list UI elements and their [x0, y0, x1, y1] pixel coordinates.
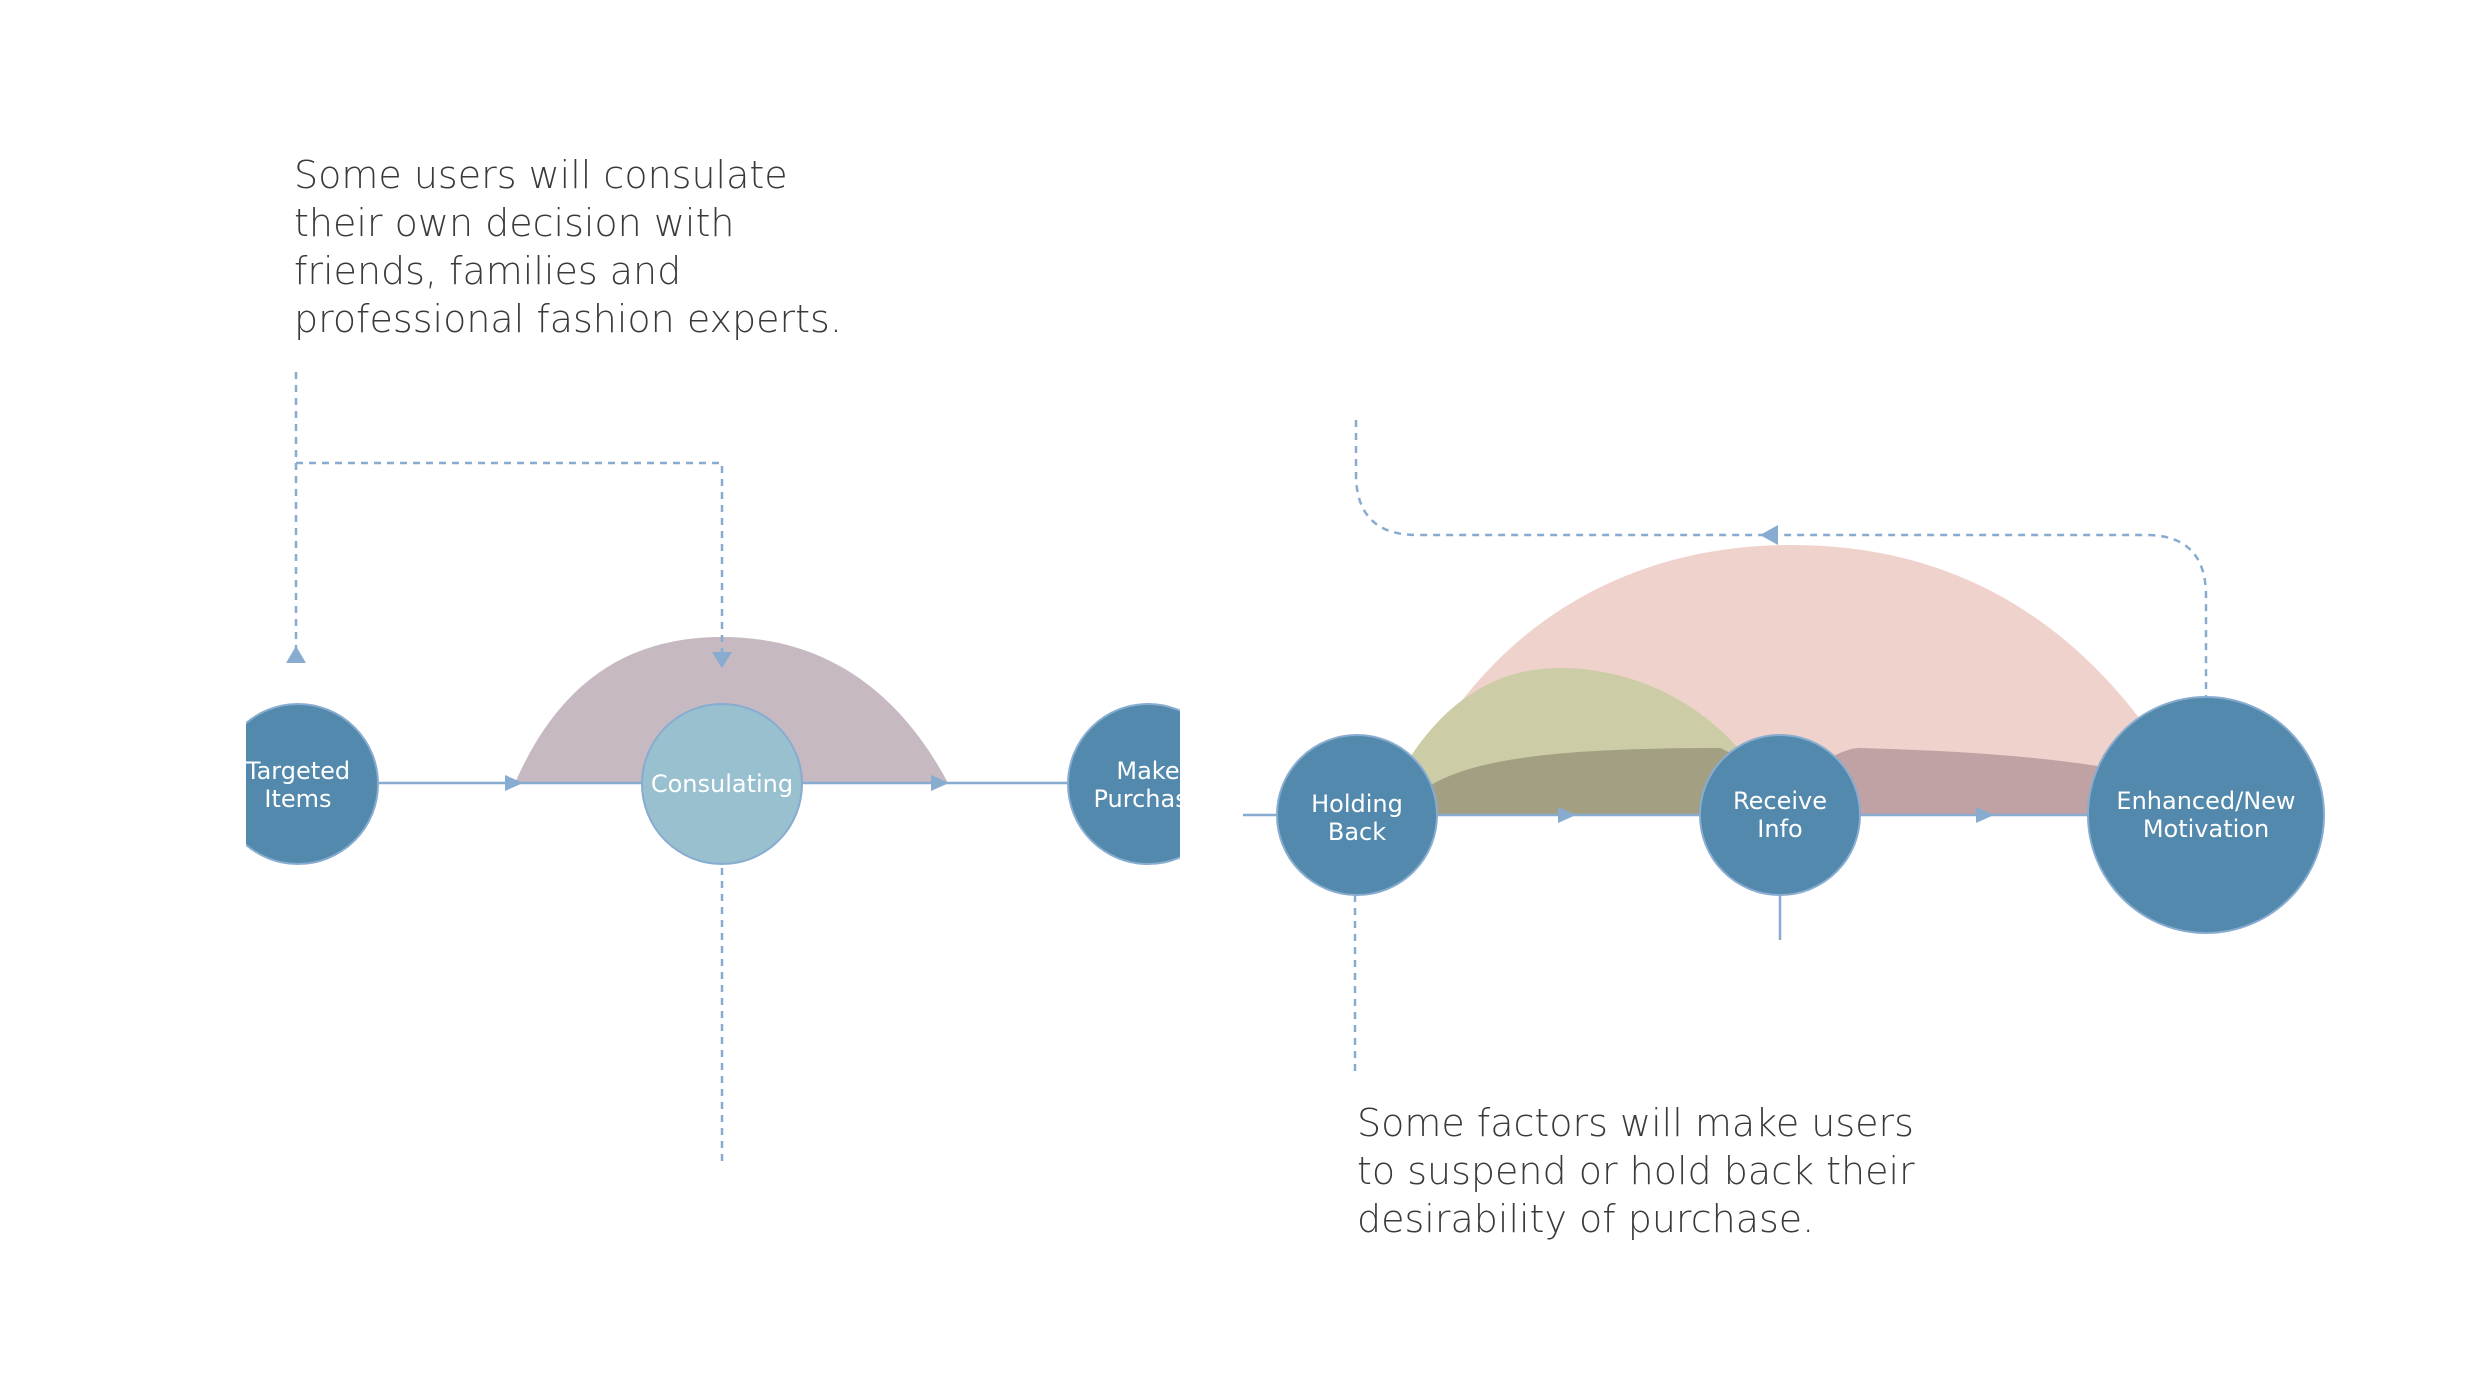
dashed-branch-to-consulting — [296, 461, 724, 655]
right-arrow-icon — [1976, 807, 1994, 823]
svg-text:Items: Items — [264, 785, 331, 813]
callout-line: their own decision with — [294, 201, 735, 245]
callout-line: Some factors will make users — [1357, 1101, 1914, 1145]
callout-line: desirability of purchase. — [1357, 1197, 1815, 1241]
dashed-feedback-loop — [1354, 420, 2208, 700]
svg-text:Enhanced/New: Enhanced/New — [2116, 787, 2295, 815]
node-label-line: Items — [264, 785, 331, 813]
node-label-line: Holding — [1311, 790, 1403, 818]
svg-text:Targeted: Targeted — [245, 757, 350, 785]
node-label-line: Make — [1116, 757, 1179, 785]
node-label-line: Consulating — [651, 770, 793, 798]
svg-text:Holding: Holding — [1311, 790, 1403, 818]
node-receive-info: Receive Info — [1699, 734, 1861, 896]
node-enhanced-motivation: Enhanced/New Motivation — [2087, 696, 2325, 934]
callout-line: to suspend or hold back their — [1357, 1149, 1915, 1193]
node-targeted-items: Targeted Items — [245, 703, 379, 865]
callout-line: professional fashion experts. — [294, 297, 842, 341]
callout-line: Some users will consulate — [294, 153, 788, 197]
up-arrow-icon — [286, 646, 306, 663]
svg-text:Motivation: Motivation — [2143, 815, 2269, 843]
node-consulting: Consulating — [641, 703, 803, 865]
node-label-line: Receive — [1733, 787, 1827, 815]
node-label-line: Enhanced/New — [2116, 787, 2295, 815]
node-label-line: Back — [1328, 818, 1386, 846]
left-arrow-icon — [1760, 525, 1778, 545]
right-arrow-icon — [1558, 807, 1576, 823]
svg-text:Back: Back — [1328, 818, 1386, 846]
callout-line: friends, families and — [294, 249, 682, 293]
right-arrow-icon — [931, 775, 949, 791]
svg-text:Consulating: Consulating — [651, 770, 793, 798]
right-arrow-icon — [505, 775, 523, 791]
node-label-line: Targeted — [245, 757, 350, 785]
node-label-line: Motivation — [2143, 815, 2269, 843]
consulting-callout-text: Some users will consulate their own deci… — [294, 151, 842, 343]
node-make-purchase: Make Purchase — [1067, 703, 1203, 865]
node-label-line: Info — [1757, 815, 1802, 843]
svg-text:Make: Make — [1116, 757, 1179, 785]
holding-back-callout-text: Some factors will make users to suspend … — [1357, 1099, 1915, 1243]
svg-text:Info: Info — [1757, 815, 1802, 843]
svg-text:Purchase: Purchase — [1094, 785, 1203, 813]
node-label-line: Purchase — [1094, 785, 1203, 813]
down-arrow-icon — [712, 652, 732, 668]
svg-text:Receive: Receive — [1733, 787, 1827, 815]
holdback-dark-arc — [1400, 748, 1780, 815]
node-holding-back: Holding Back — [1276, 734, 1438, 896]
